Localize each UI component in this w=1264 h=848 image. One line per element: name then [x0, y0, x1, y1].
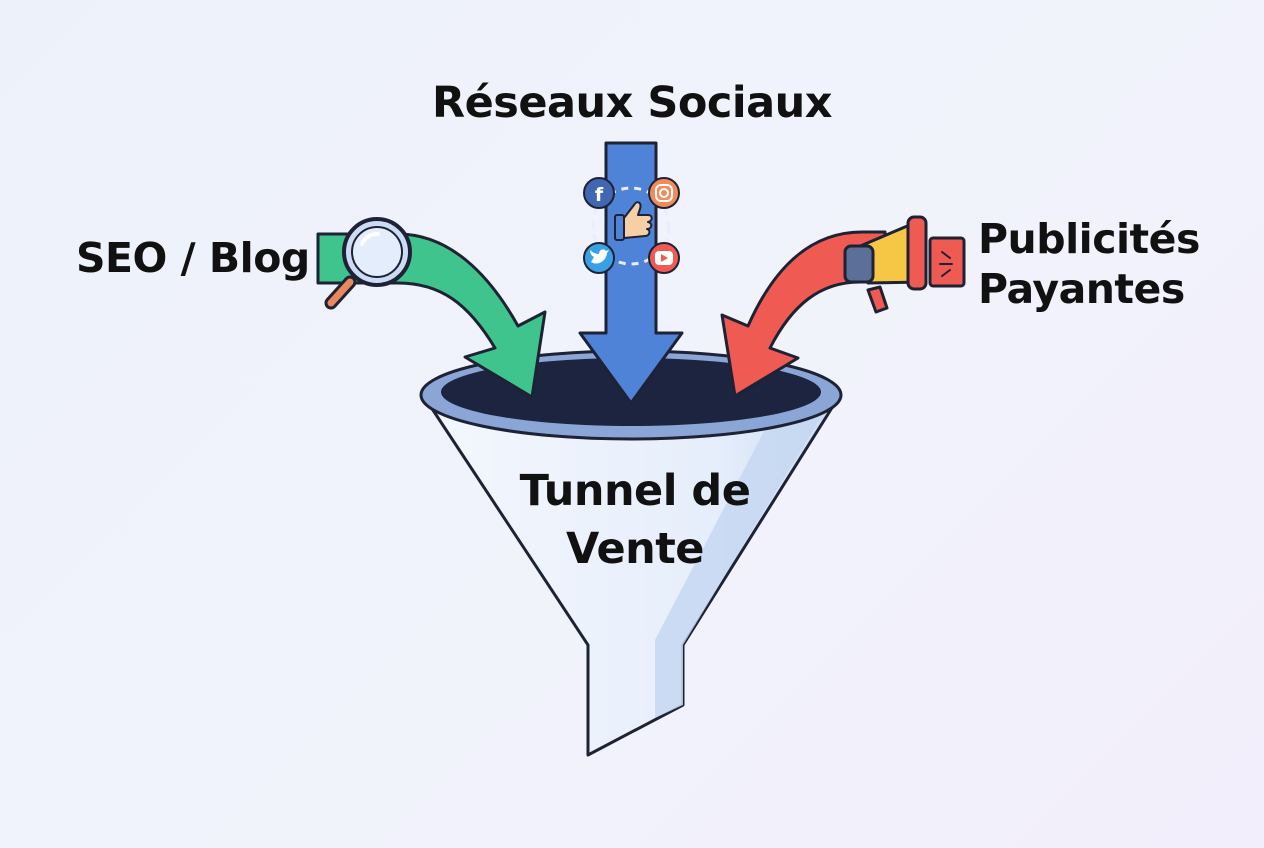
magnifier-icon [324, 217, 412, 310]
sales-funnel-label-line1: Tunnel de [519, 466, 751, 516]
social-arrow [578, 141, 684, 405]
facebook-icon: f [583, 177, 615, 209]
social-media-label: Réseaux Sociaux [432, 78, 832, 128]
paid-ads-label-line1: Publicités [978, 215, 1200, 263]
youtube-icon [648, 242, 680, 274]
seo-blog-label: SEO / Blog [76, 234, 310, 282]
thumbs-up-icon [614, 201, 653, 241]
sales-funnel-label: Tunnel de Vente [470, 462, 800, 578]
megaphone-icon [843, 215, 966, 314]
instagram-icon [648, 177, 680, 209]
svg-text:f: f [595, 184, 604, 206]
paid-ads-label-line2: Payantes [978, 265, 1185, 313]
twitter-icon [583, 242, 615, 274]
paid-ads-label: Publicités Payantes [978, 214, 1200, 314]
funnel-shade [655, 410, 825, 718]
sales-funnel-label-line2: Vente [566, 524, 704, 574]
